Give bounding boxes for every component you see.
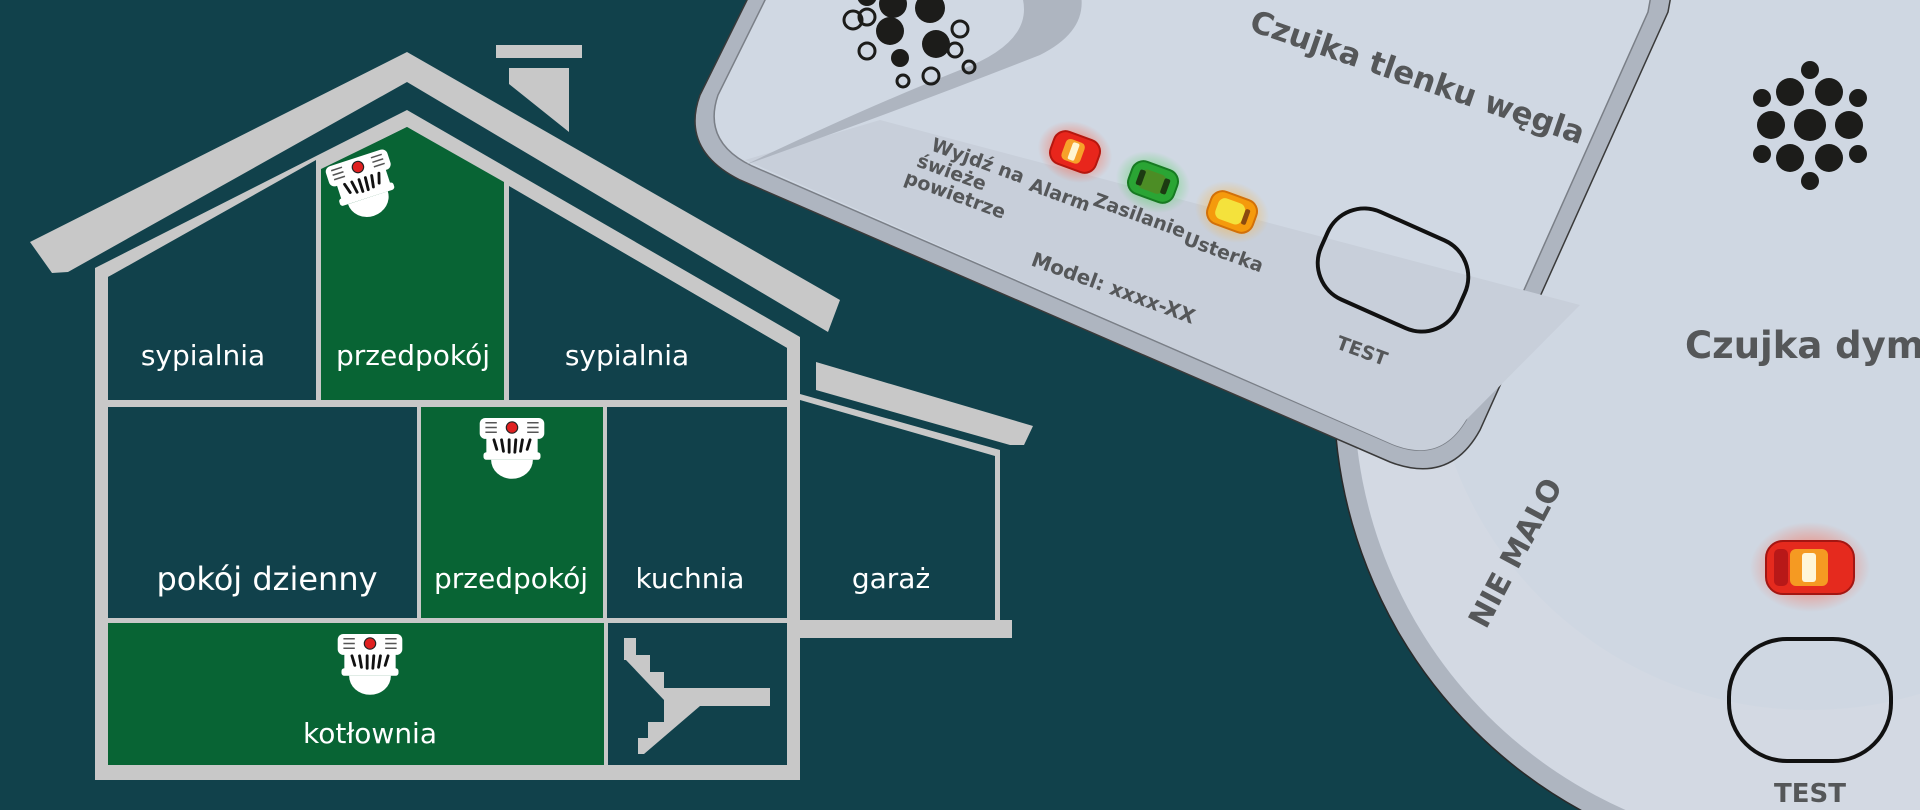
room-upper-left [108, 160, 316, 400]
room-label: pokój dzienny [156, 560, 377, 598]
garage-floor [800, 620, 1012, 638]
upper-floor-slab [108, 400, 787, 407]
test-button[interactable] [1727, 637, 1893, 763]
stairs-icon [624, 638, 770, 754]
ground-floor-slab [108, 618, 787, 623]
alarm-led-icon [1750, 522, 1870, 612]
smoke-detector-title: Czujka dymu [1685, 324, 1920, 367]
test-label: TEST [1774, 779, 1846, 809]
room-ground-left [108, 407, 417, 618]
room-ground-right [607, 407, 787, 618]
led-power-icon [1115, 150, 1191, 214]
room-label: przedpokój [434, 562, 588, 595]
house-cross-section: sypialnia przedpokój sypialnia pokój dzi… [30, 45, 1033, 780]
room-label: kuchnia [636, 562, 745, 595]
led-alarm-icon [1037, 120, 1113, 184]
room-label: garaż [852, 562, 930, 595]
room-label: sypialnia [565, 339, 689, 372]
speaker-grille-icon [1753, 61, 1867, 190]
co-test-button[interactable] [1305, 196, 1481, 345]
room-upper-right [509, 186, 787, 400]
co-detector-device: Czujka tlenku węgla Wyjdź na świeże powi… [694, 0, 1671, 470]
garage-roof [816, 362, 1033, 445]
room-label: przedpokój [336, 339, 490, 372]
co-speaker-grille-icon [842, 0, 977, 89]
led-fault-icon [1194, 180, 1270, 244]
roof [30, 52, 840, 332]
chimney-cap [496, 45, 582, 58]
room-label: kotłownia [303, 717, 437, 750]
chimney [509, 68, 569, 132]
room-label: sypialnia [141, 339, 265, 372]
